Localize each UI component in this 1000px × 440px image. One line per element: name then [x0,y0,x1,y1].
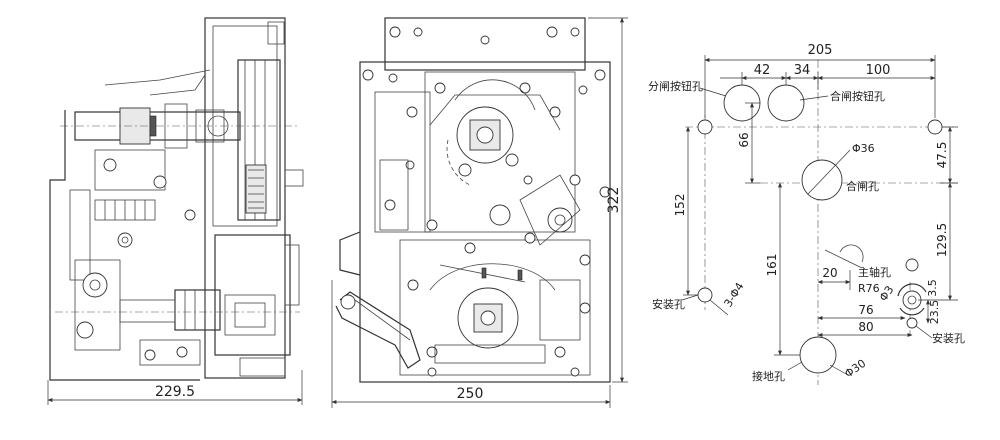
close-button-hole [767,84,805,122]
dim-152: 152 [673,194,687,217]
label-ground-hole: 接地孔 [752,370,785,383]
label-phi3: Φ3 [877,283,897,303]
ground-hole [799,336,837,374]
front-view-height-label: 322 [606,187,622,214]
label-three-phi4: 3-Φ4 [722,280,747,309]
front-view-width-label: 250 [457,386,484,402]
dim-47-5: 47.5 [935,142,949,169]
dim-129-5: 129.5 [935,223,949,257]
label-mount-hole-right: 安装孔 [932,331,965,345]
front-view: 322 250 [331,17,628,408]
dim-76: 76 [858,303,873,317]
dim-66: 66 [737,132,751,147]
label-phi30: Φ30 [842,357,868,381]
side-view: 229.5 [47,17,304,405]
label-r76: R76 [858,282,880,295]
side-view-width-label: 229.5 [155,384,195,400]
label-main-shaft-hole: 主轴孔 [858,265,891,279]
dim-42: 42 [754,63,771,78]
mount-hole-top-left [697,119,713,135]
label-mount-hole-left: 安装孔 [652,297,685,311]
dim-34: 34 [794,63,811,78]
dim-205: 205 [808,43,833,58]
dim-161: 161 [765,254,779,277]
label-phi36: Φ36 [852,142,875,155]
front-view-holes [362,26,611,377]
mount-hole-right [906,317,918,329]
dim-20: 20 [822,266,837,280]
dim-80: 80 [858,320,873,334]
label-close-button-hole: 合闸按钮孔 [830,89,885,103]
label-open-button-hole: 分闸按钮孔 [648,79,703,93]
dim-23-5: 23.5 [928,300,941,325]
mount-hole-top-right [927,119,943,135]
hole-layout-view: 205 42 34 100 66 47.5 152 129.5 161 [648,43,965,385]
dim-100: 100 [866,63,891,78]
label-close-hole: 合闸孔 [846,179,879,193]
mount-hole-left [697,287,713,303]
dim-3-5: 3.5 [926,279,939,297]
